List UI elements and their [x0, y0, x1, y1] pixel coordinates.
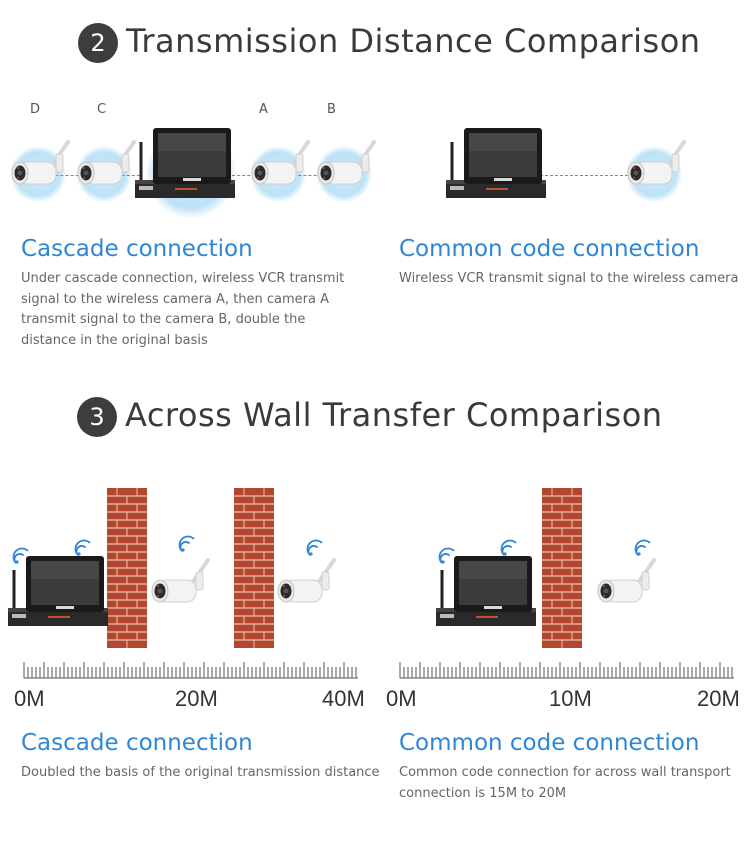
camera-icon — [152, 566, 212, 616]
scale-label-end: 20M — [697, 686, 740, 712]
camera-label-c: C — [97, 102, 106, 117]
common-description: Wireless VCR transmit signal to the wire… — [399, 269, 744, 290]
common-heading: Common code connection — [399, 236, 699, 262]
camera-label-b: B — [327, 102, 336, 117]
wifi-icon — [308, 541, 324, 557]
nvr-monitor-icon — [135, 128, 235, 200]
section-title: Transmission Distance Comparison — [126, 22, 701, 60]
section-title: Across Wall Transfer Comparison — [125, 396, 663, 434]
ruler-icon — [24, 658, 360, 680]
camera-icon — [12, 148, 72, 188]
cascade-heading: Cascade connection — [21, 236, 253, 262]
section-number-badge: 3 — [77, 397, 117, 437]
wifi-icon — [14, 549, 30, 565]
camera-icon — [628, 148, 688, 188]
camera-icon — [78, 148, 138, 188]
camera-icon — [598, 566, 658, 616]
ruler-icon — [400, 658, 736, 680]
brick-wall-icon — [107, 488, 147, 648]
cascade-description: Doubled the basis of the original transm… — [21, 763, 381, 784]
camera-icon — [278, 566, 338, 616]
brick-wall-icon — [234, 488, 274, 648]
wifi-icon — [502, 541, 518, 557]
camera-icon — [252, 148, 312, 188]
scale-label-mid: 10M — [549, 686, 592, 712]
wifi-icon — [636, 541, 652, 557]
camera-icon — [318, 148, 378, 188]
cascade-heading: Cascade connection — [21, 730, 253, 756]
wifi-icon — [180, 537, 196, 553]
nvr-monitor-icon — [446, 128, 546, 200]
cascade-description: Under cascade connection, wireless VCR t… — [21, 269, 361, 351]
camera-label-a: A — [259, 102, 268, 117]
brick-wall-icon — [542, 488, 582, 648]
scale-label-mid: 20M — [175, 686, 218, 712]
scale-label-end: 40M — [322, 686, 365, 712]
common-description: Common code connection for across wall t… — [399, 763, 744, 804]
nvr-monitor-icon — [8, 556, 108, 628]
camera-label-d: D — [30, 102, 40, 117]
common-heading: Common code connection — [399, 730, 699, 756]
wifi-icon — [76, 541, 92, 557]
nvr-monitor-icon — [436, 556, 536, 628]
scale-label-start: 0M — [386, 686, 417, 712]
scale-label-start: 0M — [14, 686, 45, 712]
section-number-badge: 2 — [78, 23, 118, 63]
wifi-icon — [440, 549, 456, 565]
